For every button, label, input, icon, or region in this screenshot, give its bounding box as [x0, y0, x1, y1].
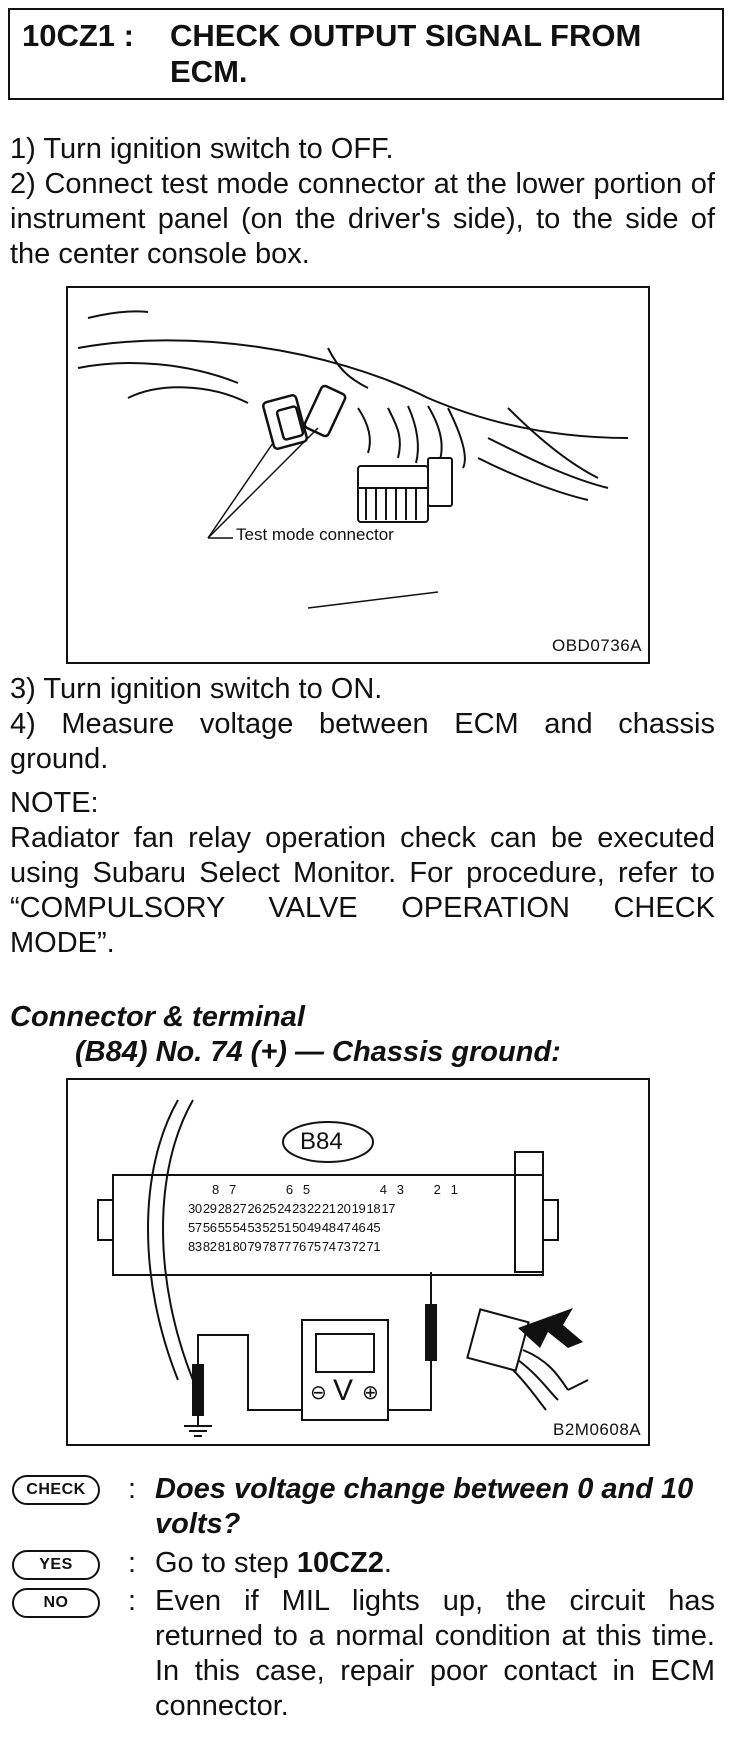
yes-answer-prefix: Go to step — [155, 1547, 297, 1579]
meter-volt-symbol: V — [333, 1374, 354, 1407]
pin-label: 47 — [336, 1220, 351, 1235]
pin-label: 8 — [212, 1182, 219, 1197]
connector-id-label: B84 — [300, 1128, 343, 1155]
ecm-measurement-diagram — [97, 1099, 589, 1437]
step-3-text: 3) Turn ignition switch to ON. — [10, 673, 383, 705]
pin-label: 51 — [277, 1220, 292, 1235]
figure-ecm-connector-measurement: B84 8 7 6 5 4 3 2 1 30 29 28 27 26 25 24… — [66, 1078, 650, 1446]
pin-label: 28 — [217, 1201, 232, 1216]
step-4-text: 4) Measure voltage between ECM and chass… — [10, 708, 715, 775]
pin-label: 22 — [307, 1201, 321, 1216]
pin-label: 19 — [351, 1201, 366, 1216]
figure-test-mode-connector: Test mode connector OBD0736A — [66, 286, 650, 664]
yes-answer-suffix: . — [383, 1547, 392, 1579]
pin-label: 26 — [247, 1201, 262, 1216]
pin-row-top: 8 7 6 5 4 3 2 1 — [188, 1180, 458, 1199]
pin-label: 73 — [336, 1239, 351, 1254]
pin-label: 55 — [217, 1220, 232, 1235]
figure-code: OBD0736A — [552, 636, 642, 655]
ecm-pin-grid: 8 7 6 5 4 3 2 1 30 29 28 27 26 25 24 23 … — [188, 1180, 458, 1256]
pin-label: 81 — [217, 1239, 232, 1254]
pin-label: 75 — [307, 1239, 321, 1254]
pin-label: 4 — [379, 1182, 387, 1197]
pin-label: 27 — [232, 1201, 247, 1216]
yes-answer: Go to step 10CZ2. — [155, 1546, 715, 1581]
pin-label: 77 — [277, 1239, 292, 1254]
figure-code: B2M0608A — [553, 1420, 642, 1439]
pin-label: 5 — [302, 1182, 310, 1197]
pin-label: 21 — [321, 1201, 336, 1216]
pin-label: 23 — [292, 1201, 306, 1216]
dashboard-illustration — [77, 310, 629, 609]
pin-label: 57 — [188, 1220, 202, 1235]
pin-label: 49 — [307, 1220, 321, 1235]
check-badge: CHECK — [12, 1475, 100, 1505]
colon: : — [128, 1473, 137, 1505]
pin-label: 2 — [433, 1182, 441, 1197]
pin-label: 76 — [292, 1239, 306, 1254]
step-title: CHECK OUTPUT SIGNAL FROM ECM. — [170, 18, 642, 89]
pin-label: 54 — [232, 1220, 247, 1235]
pin-label: 30 — [188, 1201, 202, 1216]
step-1-text: 1) Turn ignition switch to OFF. — [10, 133, 394, 165]
pin-label: 52 — [262, 1220, 277, 1235]
pin-label: 46 — [351, 1220, 366, 1235]
pin-label: 20 — [336, 1201, 351, 1216]
pin-label: 45 — [366, 1220, 381, 1235]
yes-next-step: 10CZ2 — [296, 1547, 384, 1579]
pin-label: 50 — [292, 1220, 306, 1235]
pin-label: 71 — [366, 1239, 381, 1254]
pin-label: 17 — [381, 1201, 396, 1216]
step-number: 10CZ1 : — [22, 18, 134, 53]
pin-label: 78 — [262, 1239, 277, 1254]
pin-label: 1 — [450, 1182, 458, 1197]
pin-row-1: 30 29 28 27 26 25 24 23 22 21 20 19 18 1… — [188, 1199, 458, 1218]
figure-label-test-mode-connector: Test mode connector — [236, 525, 394, 544]
pin-label: 79 — [247, 1239, 262, 1254]
pin-label: 6 — [285, 1182, 293, 1197]
note-body: Radiator fan relay operation check can b… — [10, 822, 715, 959]
connector-heading: Connector & terminal — [10, 1001, 305, 1033]
pin-label: 18 — [366, 1201, 381, 1216]
pin-label: 7 — [228, 1182, 236, 1197]
step-header-box: 10CZ1 : CHECK OUTPUT SIGNAL FROM ECM. — [8, 8, 724, 100]
check-question: Does voltage change between 0 and 10 vol… — [155, 1473, 694, 1540]
pin-label: 56 — [202, 1220, 217, 1235]
pin-label: 74 — [321, 1239, 336, 1254]
pin-label: 3 — [396, 1182, 404, 1197]
connector-spec: (B84) No. 74 (+) — Chassis ground: — [75, 1036, 561, 1068]
pin-label: 25 — [262, 1201, 277, 1216]
pin-label: 80 — [232, 1239, 247, 1254]
meter-plus-symbol: ⊕ — [362, 1382, 379, 1404]
pin-label: 24 — [277, 1201, 292, 1216]
note-heading: NOTE: — [10, 787, 99, 819]
no-badge: NO — [12, 1588, 100, 1618]
pin-label: 29 — [202, 1201, 217, 1216]
pin-label: 82 — [202, 1239, 217, 1254]
pin-label: 53 — [247, 1220, 262, 1235]
pin-label: 72 — [351, 1239, 366, 1254]
colon: : — [128, 1585, 137, 1617]
step-2-text: 2) Connect test mode connector at the lo… — [10, 168, 715, 270]
pin-row-3: 83 82 81 80 79 78 77 76 75 74 73 72 71 — [188, 1237, 458, 1256]
pin-label: 83 — [188, 1239, 202, 1254]
pin-label: 48 — [321, 1220, 336, 1235]
meter-minus-symbol: ⊖ — [310, 1382, 327, 1404]
no-answer: Even if MIL lights up, the circuit has r… — [155, 1585, 715, 1722]
colon: : — [128, 1547, 137, 1579]
pin-row-2: 57 56 55 54 53 52 51 50 49 48 47 46 45 — [188, 1218, 458, 1237]
yes-badge: YES — [12, 1550, 100, 1580]
